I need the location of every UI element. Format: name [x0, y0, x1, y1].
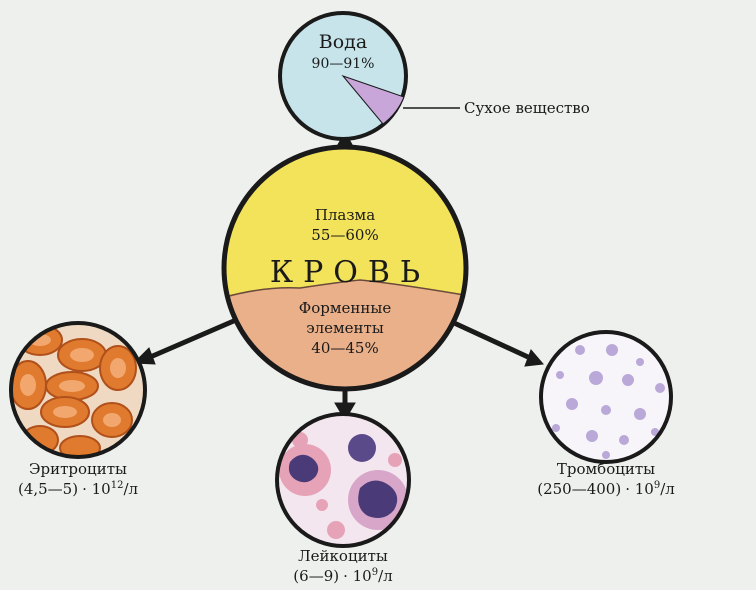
platelets-count: (250—400)· 109/л — [537, 480, 675, 498]
leukocyte-nucleus — [358, 480, 398, 518]
leukocytes-unit: /л — [378, 567, 393, 585]
platelets-exponent: 9 — [654, 480, 660, 491]
platelet — [552, 424, 560, 432]
platelets-circle — [539, 330, 673, 464]
platelet — [622, 374, 634, 386]
platelet — [589, 371, 603, 385]
erythrocyte-cell — [21, 425, 59, 455]
arrow-to-erythrocytes — [147, 317, 237, 361]
platelet — [634, 408, 646, 420]
platelet — [586, 430, 598, 442]
leukocyte-nucleus — [288, 454, 319, 483]
plasma-title: Плазма — [315, 206, 375, 224]
leukocytes-count: (6—9)· 109/л — [293, 567, 392, 585]
erythrocyte-center — [103, 413, 121, 427]
erythrocytes-count: (4,5—5)· 1012/л — [18, 480, 138, 498]
water-title: Вода — [319, 31, 367, 53]
platelet — [556, 371, 564, 379]
water-percent: 90—91% — [312, 56, 375, 72]
erythrocyte-center — [59, 380, 85, 392]
arrows — [132, 130, 544, 421]
leukocyte-cell — [388, 453, 402, 467]
formed-elements-percent: 40—45% — [311, 339, 378, 357]
phase-boundary — [224, 279, 466, 301]
platelet — [601, 405, 611, 415]
platelet — [655, 383, 665, 393]
leukocyte-cell — [327, 521, 345, 539]
blood-name: КРОВЬ — [270, 255, 430, 290]
erythrocyte-center — [110, 358, 126, 378]
leukocytes-multiplier: · 10 — [343, 567, 372, 585]
platelets-multiplier: · 10 — [625, 480, 654, 498]
platelet — [651, 428, 659, 436]
erythrocyte-center — [53, 406, 77, 418]
erythrocytes-multiplier: · 10 — [82, 480, 111, 498]
platelet — [566, 398, 578, 410]
arrow-head-platelets — [524, 349, 544, 367]
erythrocytes-name: Эритроциты — [29, 460, 127, 478]
arrow-head-leukocytes — [334, 402, 356, 421]
leukocyte-cell — [316, 499, 328, 511]
platelets-count-range: (250—400) — [537, 480, 621, 498]
erythrocytes-circle — [9, 321, 147, 459]
leukocytes-name: Лейкоциты — [298, 547, 388, 565]
leukocyte-cell — [348, 434, 376, 462]
dry-matter-label: Сухое вещество — [464, 99, 590, 117]
platelet — [602, 451, 610, 459]
formed-elements-line1: Форменные — [299, 299, 392, 317]
platelet — [575, 345, 585, 355]
platelet — [619, 435, 629, 445]
erythrocyte-center — [20, 374, 36, 396]
erythrocyte-center — [70, 348, 94, 362]
leukocytes-count-range: (6—9) — [293, 567, 339, 585]
erythrocytes-count-range: (4,5—5) — [18, 480, 78, 498]
arrow-to-platelets — [450, 319, 530, 360]
plasma-percent: 55—60% — [311, 226, 378, 244]
platelet — [606, 344, 618, 356]
erythrocytes-outline — [9, 321, 147, 459]
platelets-unit: /л — [660, 480, 675, 498]
water-circle — [278, 11, 460, 141]
platelets-name: Тромбоциты — [557, 460, 655, 478]
platelets-outline — [539, 330, 673, 464]
formed-elements-line2: элементы — [306, 319, 384, 337]
erythrocytes-exponent: 12 — [111, 480, 124, 491]
leukocytes-outline — [275, 412, 411, 548]
leukocytes-circle — [275, 412, 411, 548]
blood-circle-outline — [221, 144, 469, 392]
dry-matter-slice — [341, 74, 405, 125]
blood-circle — [221, 144, 469, 392]
platelet — [636, 358, 644, 366]
leukocytes-exponent: 9 — [372, 567, 378, 578]
erythrocytes-unit: /л — [123, 480, 138, 498]
